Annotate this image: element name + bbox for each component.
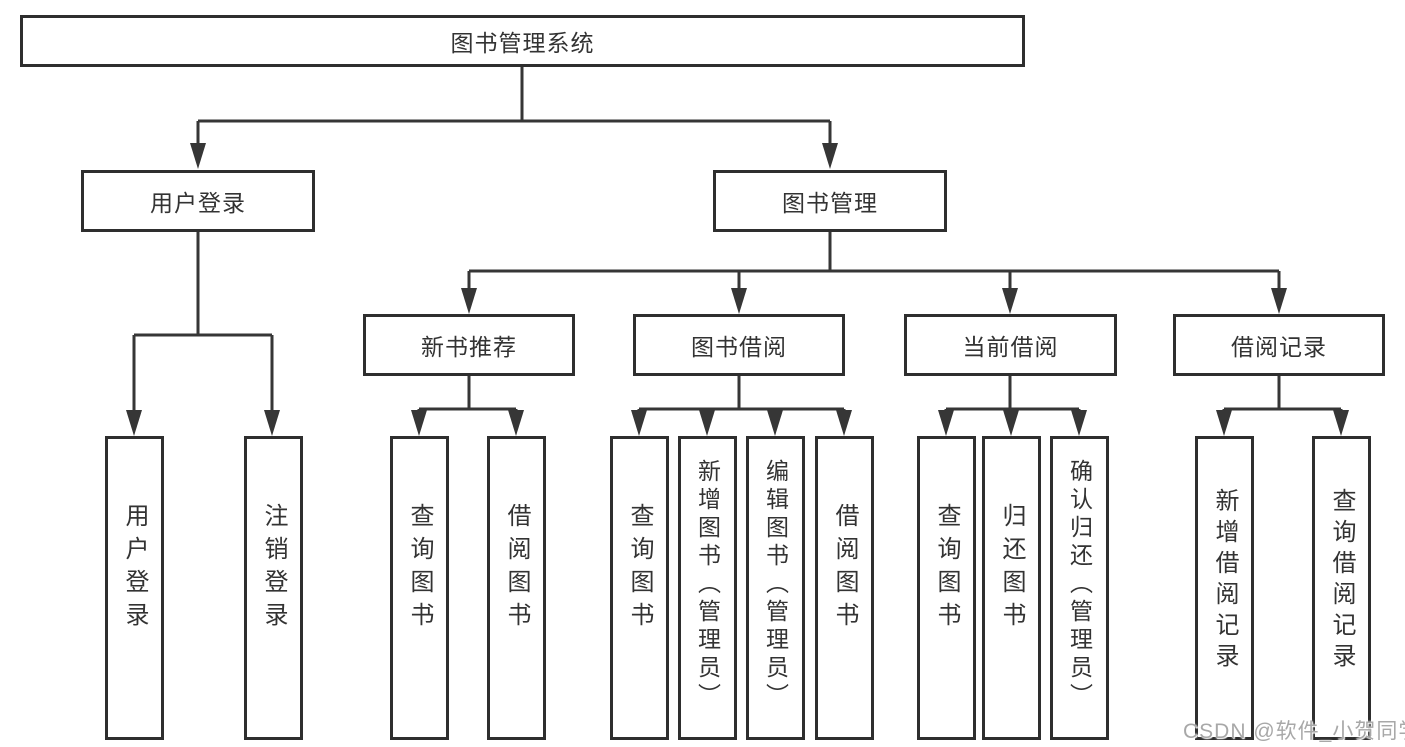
- connector-records-children: [1222, 375, 1343, 413]
- arrowhead: [1002, 288, 1018, 314]
- arrowhead: [1003, 410, 1019, 436]
- arrowhead: [126, 410, 142, 436]
- leaf-borrow-books-recommend: 借阅图书: [487, 436, 546, 740]
- arrowhead: [461, 288, 477, 314]
- arrowhead: [699, 410, 715, 436]
- leaf-return-books: 归还图书: [982, 436, 1041, 740]
- arrowhead: [631, 410, 647, 436]
- arrowhead: [508, 410, 524, 436]
- node-user-login: 用户登录: [81, 170, 315, 232]
- leaf-edit-book-admin: 编辑图书（管理员）: [746, 436, 805, 740]
- connector-current-children: [944, 375, 1081, 413]
- node-borrowing-records: 借阅记录: [1173, 314, 1385, 376]
- leaf-borrow-books-label: 借阅图书: [831, 503, 858, 635]
- leaf-query-books-current: 查询图书: [917, 436, 976, 740]
- leaf-edit-book-admin-label: 编辑图书（管理员）: [762, 459, 789, 711]
- leaf-user-login: 用户登录: [105, 436, 164, 740]
- leaf-user-login-label: 用户登录: [121, 503, 148, 635]
- leaf-logout: 注销登录: [244, 436, 303, 740]
- leaf-confirm-return-admin-label: 确认归还（管理员）: [1066, 459, 1093, 711]
- leaf-add-book-admin: 新增图书（管理员）: [678, 436, 737, 740]
- csdn-watermark: CSDN @软件_小贺同学: [1183, 720, 1405, 743]
- leaf-query-borrow-record: 查询借阅记录: [1312, 436, 1371, 740]
- leaf-query-books-borrowing: 查询图书: [610, 436, 669, 740]
- arrowhead: [411, 410, 427, 436]
- arrowhead: [938, 410, 954, 436]
- connector-book-mgmt-children: [467, 231, 1281, 291]
- leaf-add-borrow-record: 新增借阅记录: [1195, 436, 1254, 740]
- node-library-management-system: 图书管理系统: [20, 15, 1025, 67]
- connector-user-login-children: [132, 231, 274, 413]
- node-new-book-recommendation: 新书推荐: [363, 314, 575, 376]
- leaf-query-borrow-record-label: 查询借阅记录: [1328, 488, 1355, 674]
- connector-new-book-children: [417, 375, 518, 413]
- arrowhead: [264, 410, 280, 436]
- leaf-return-books-label: 归还图书: [998, 503, 1025, 635]
- leaf-borrow-books-recommend-label: 借阅图书: [503, 503, 530, 635]
- leaf-query-books-borrowing-label: 查询图书: [626, 503, 653, 635]
- arrowhead: [822, 143, 838, 169]
- arrowhead: [767, 410, 783, 436]
- leaf-query-books-recommend: 查询图书: [390, 436, 449, 740]
- arrowhead: [190, 143, 206, 169]
- leaf-logout-label: 注销登录: [260, 503, 287, 635]
- node-book-borrowing: 图书借阅: [633, 314, 845, 376]
- leaf-add-borrow-record-label: 新增借阅记录: [1211, 488, 1238, 674]
- leaf-confirm-return-admin: 确认归还（管理员）: [1050, 436, 1109, 740]
- arrowhead: [731, 288, 747, 314]
- leaf-query-books-recommend-label: 查询图书: [406, 503, 433, 635]
- arrowhead: [1071, 410, 1087, 436]
- arrowhead: [1216, 410, 1232, 436]
- arrowhead: [836, 410, 852, 436]
- connector-borrowing-children: [637, 375, 846, 413]
- arrowhead: [1271, 288, 1287, 314]
- node-current-borrowing: 当前借阅: [904, 314, 1117, 376]
- leaf-query-books-current-label: 查询图书: [933, 503, 960, 635]
- connector-root-to-level2: [196, 67, 832, 146]
- arrowhead: [1333, 410, 1349, 436]
- leaf-add-book-admin-label: 新增图书（管理员）: [694, 459, 721, 711]
- leaf-borrow-books: 借阅图书: [815, 436, 874, 740]
- node-book-management: 图书管理: [713, 170, 947, 232]
